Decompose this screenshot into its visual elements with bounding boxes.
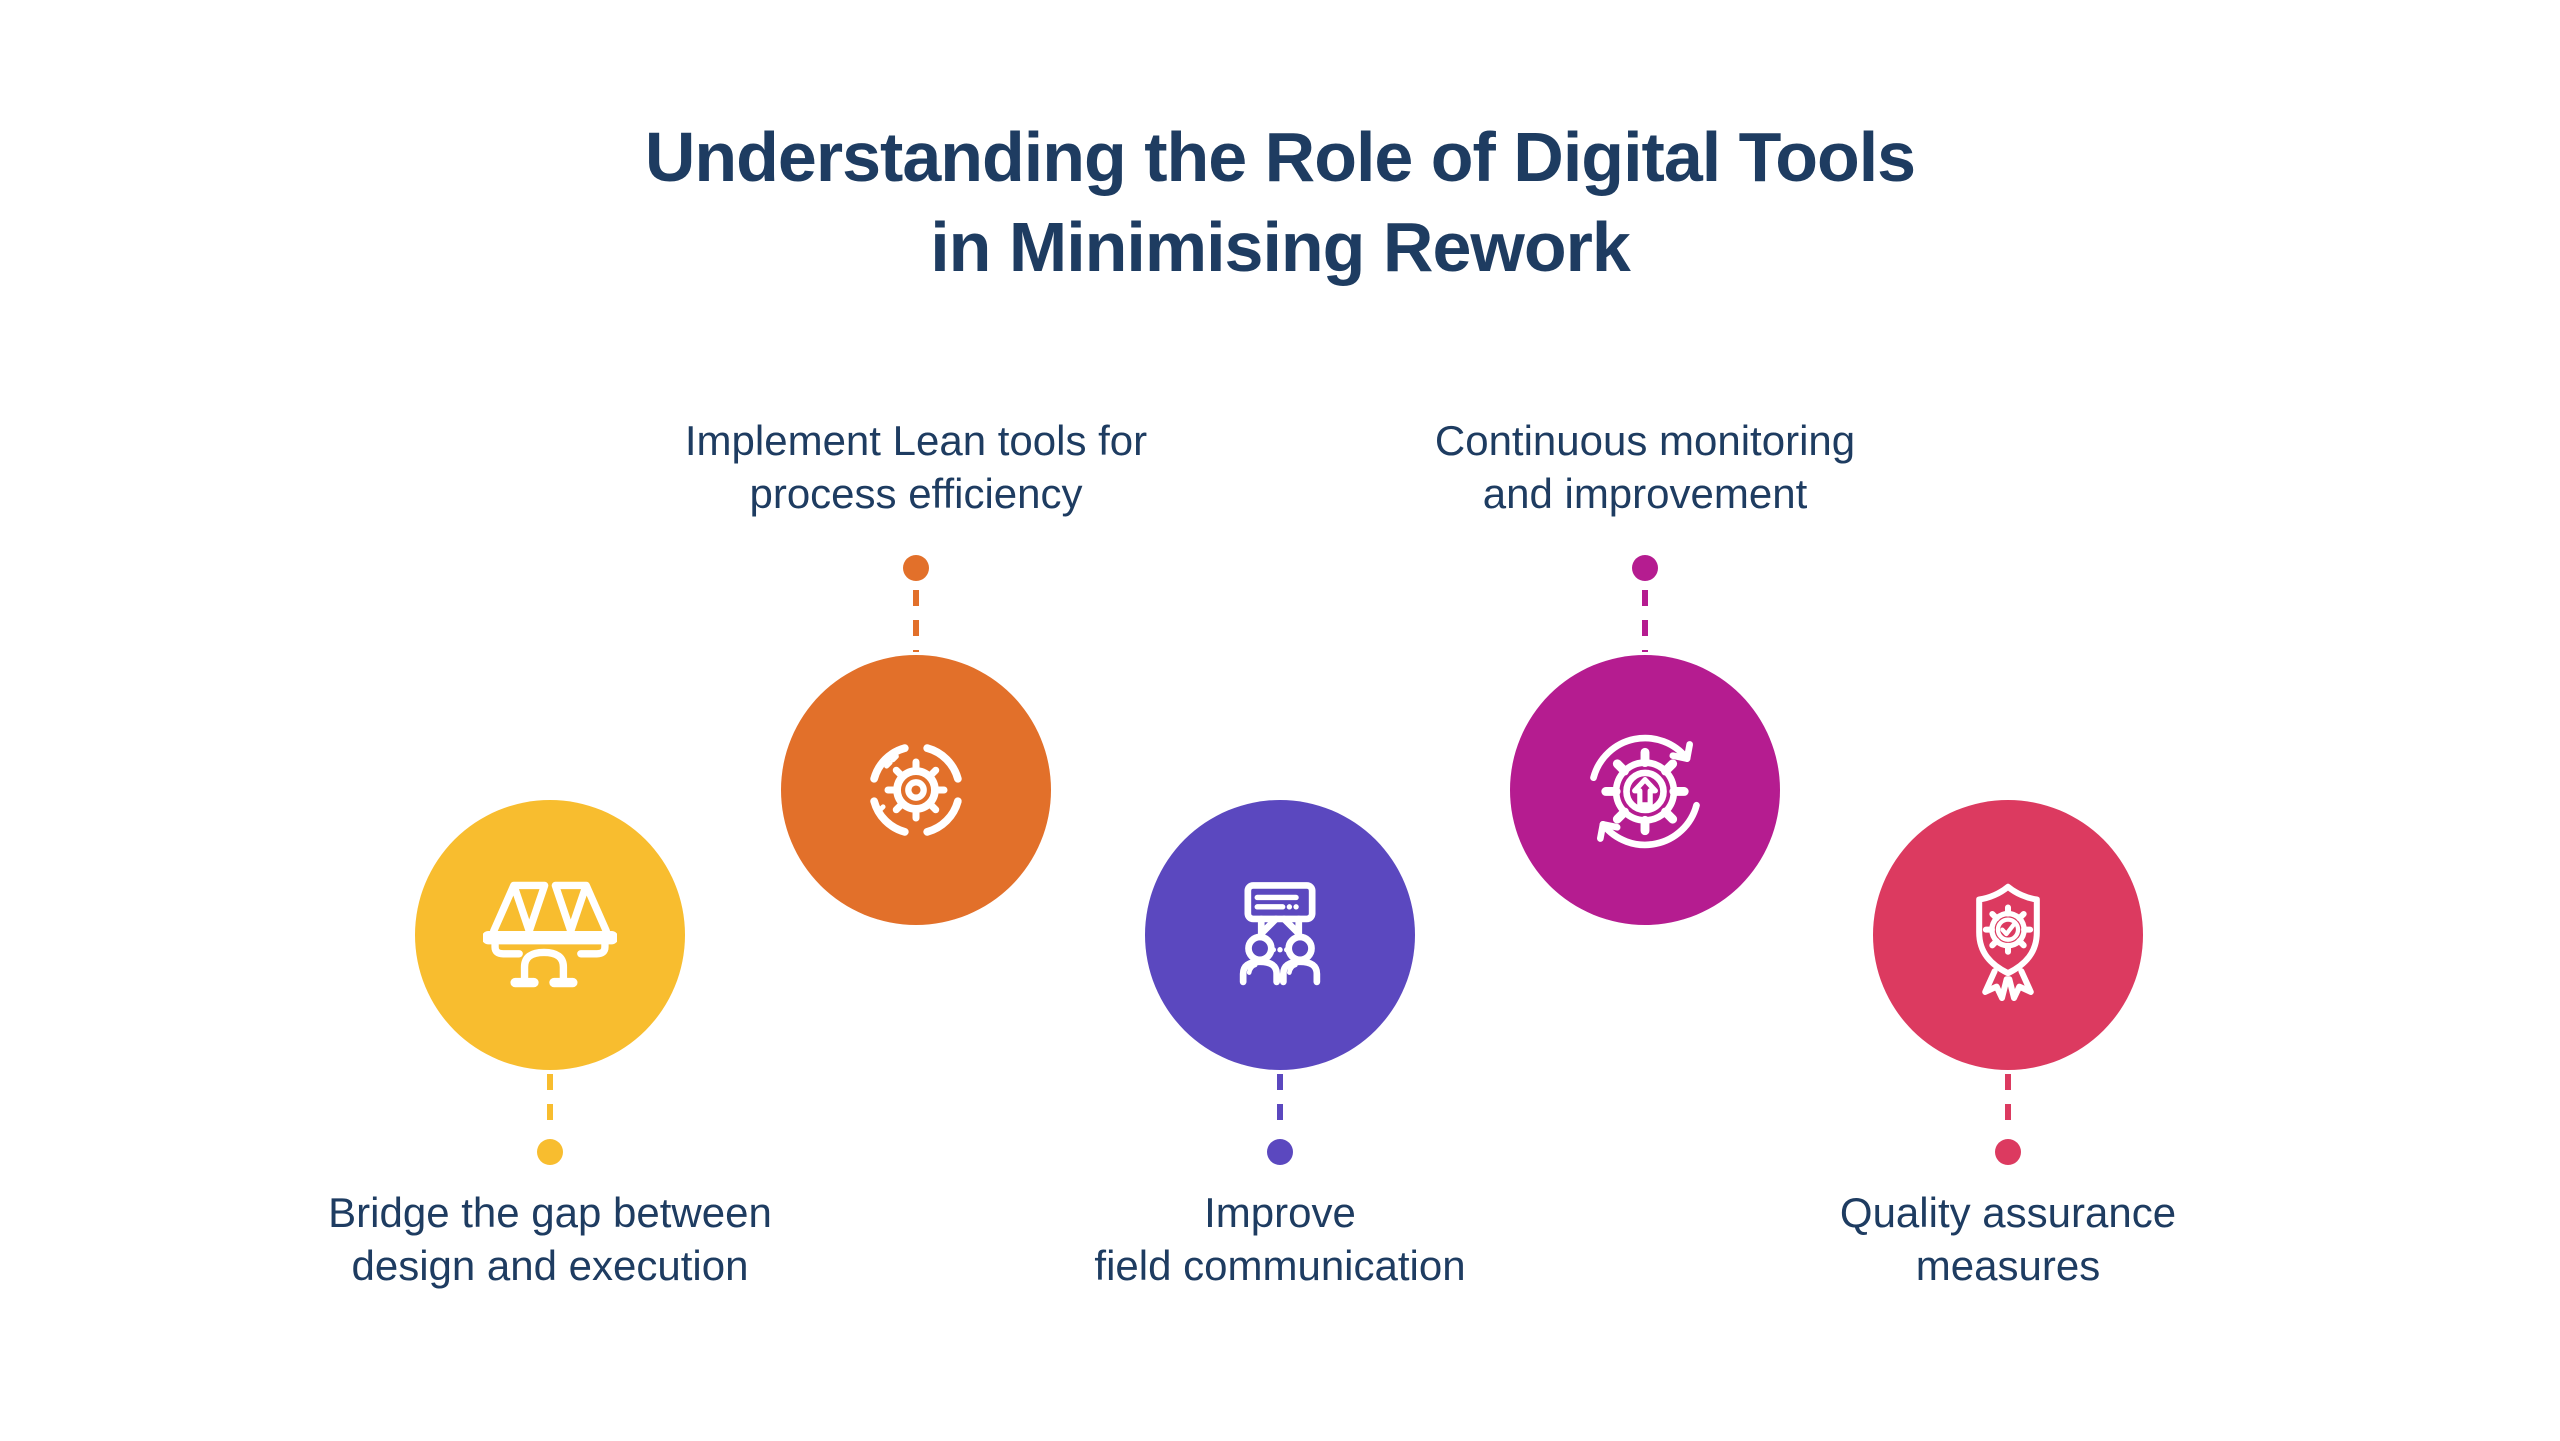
people-communication-icon (1239, 882, 1321, 986)
connector-line (1277, 1074, 1283, 1134)
step-label-line: process efficiency (749, 470, 1083, 517)
step-item-lean-tools: Implement Lean tools for process efficie… (606, 0, 1226, 1441)
step-circle (415, 800, 685, 1070)
step-label: Implement Lean tools for process efficie… (606, 414, 1226, 520)
step-circle (1873, 800, 2143, 1070)
connector-dot (537, 1139, 563, 1165)
connector-dot (1267, 1139, 1293, 1165)
step-circle (781, 655, 1051, 925)
connector-dot (903, 555, 929, 581)
step-label-line: Improve (1204, 1189, 1356, 1236)
page-title: Understanding the Role of Digital Tools … (0, 112, 2560, 292)
step-label: Bridge the gap between design and execut… (240, 1186, 860, 1292)
connector-dot (1632, 555, 1658, 581)
step-label-line: Quality assurance (1839, 1189, 2177, 1236)
bridge-icon (483, 881, 617, 988)
shield-badge-check-icon (1976, 883, 2040, 1001)
step-label-line: Bridge the gap between (328, 1189, 772, 1236)
step-label-line: field communication (1094, 1242, 1466, 1289)
step-circle (1145, 800, 1415, 1070)
step-circle (1510, 655, 1780, 925)
step-label: Quality assurance measures (1698, 1186, 2318, 1292)
step-item-bridge-gap: Bridge the gap between design and execut… (240, 0, 860, 1441)
lean-cycle-gear-icon (870, 744, 962, 836)
step-item-quality-assurance: Quality assurance measures (1698, 0, 2318, 1441)
step-label-line: Continuous monitoring (1434, 417, 1856, 464)
step-label-line: design and execution (351, 1242, 749, 1289)
step-label-line: measures (1915, 1242, 2101, 1289)
page-title-line-2: in Minimising Rework (930, 208, 1631, 286)
step-label-line: and improvement (1482, 470, 1808, 517)
connector-line (913, 590, 919, 652)
step-item-field-communication: Improve field communication (970, 0, 1590, 1441)
connector-dot (1995, 1139, 2021, 1165)
connector-line (2005, 1074, 2011, 1134)
connector-line (547, 1074, 553, 1134)
step-label-line: Implement Lean tools for (684, 417, 1148, 464)
step-label: Improve field communication (970, 1186, 1590, 1292)
page-title-line-1: Understanding the Role of Digital Tools (644, 118, 1916, 196)
step-item-continuous-monitoring: Continuous monitoring and improvement (1335, 0, 1955, 1441)
gear-refresh-arrows-icon (1590, 734, 1700, 849)
step-label: Continuous monitoring and improvement (1335, 414, 1955, 520)
connector-line (1642, 590, 1648, 652)
